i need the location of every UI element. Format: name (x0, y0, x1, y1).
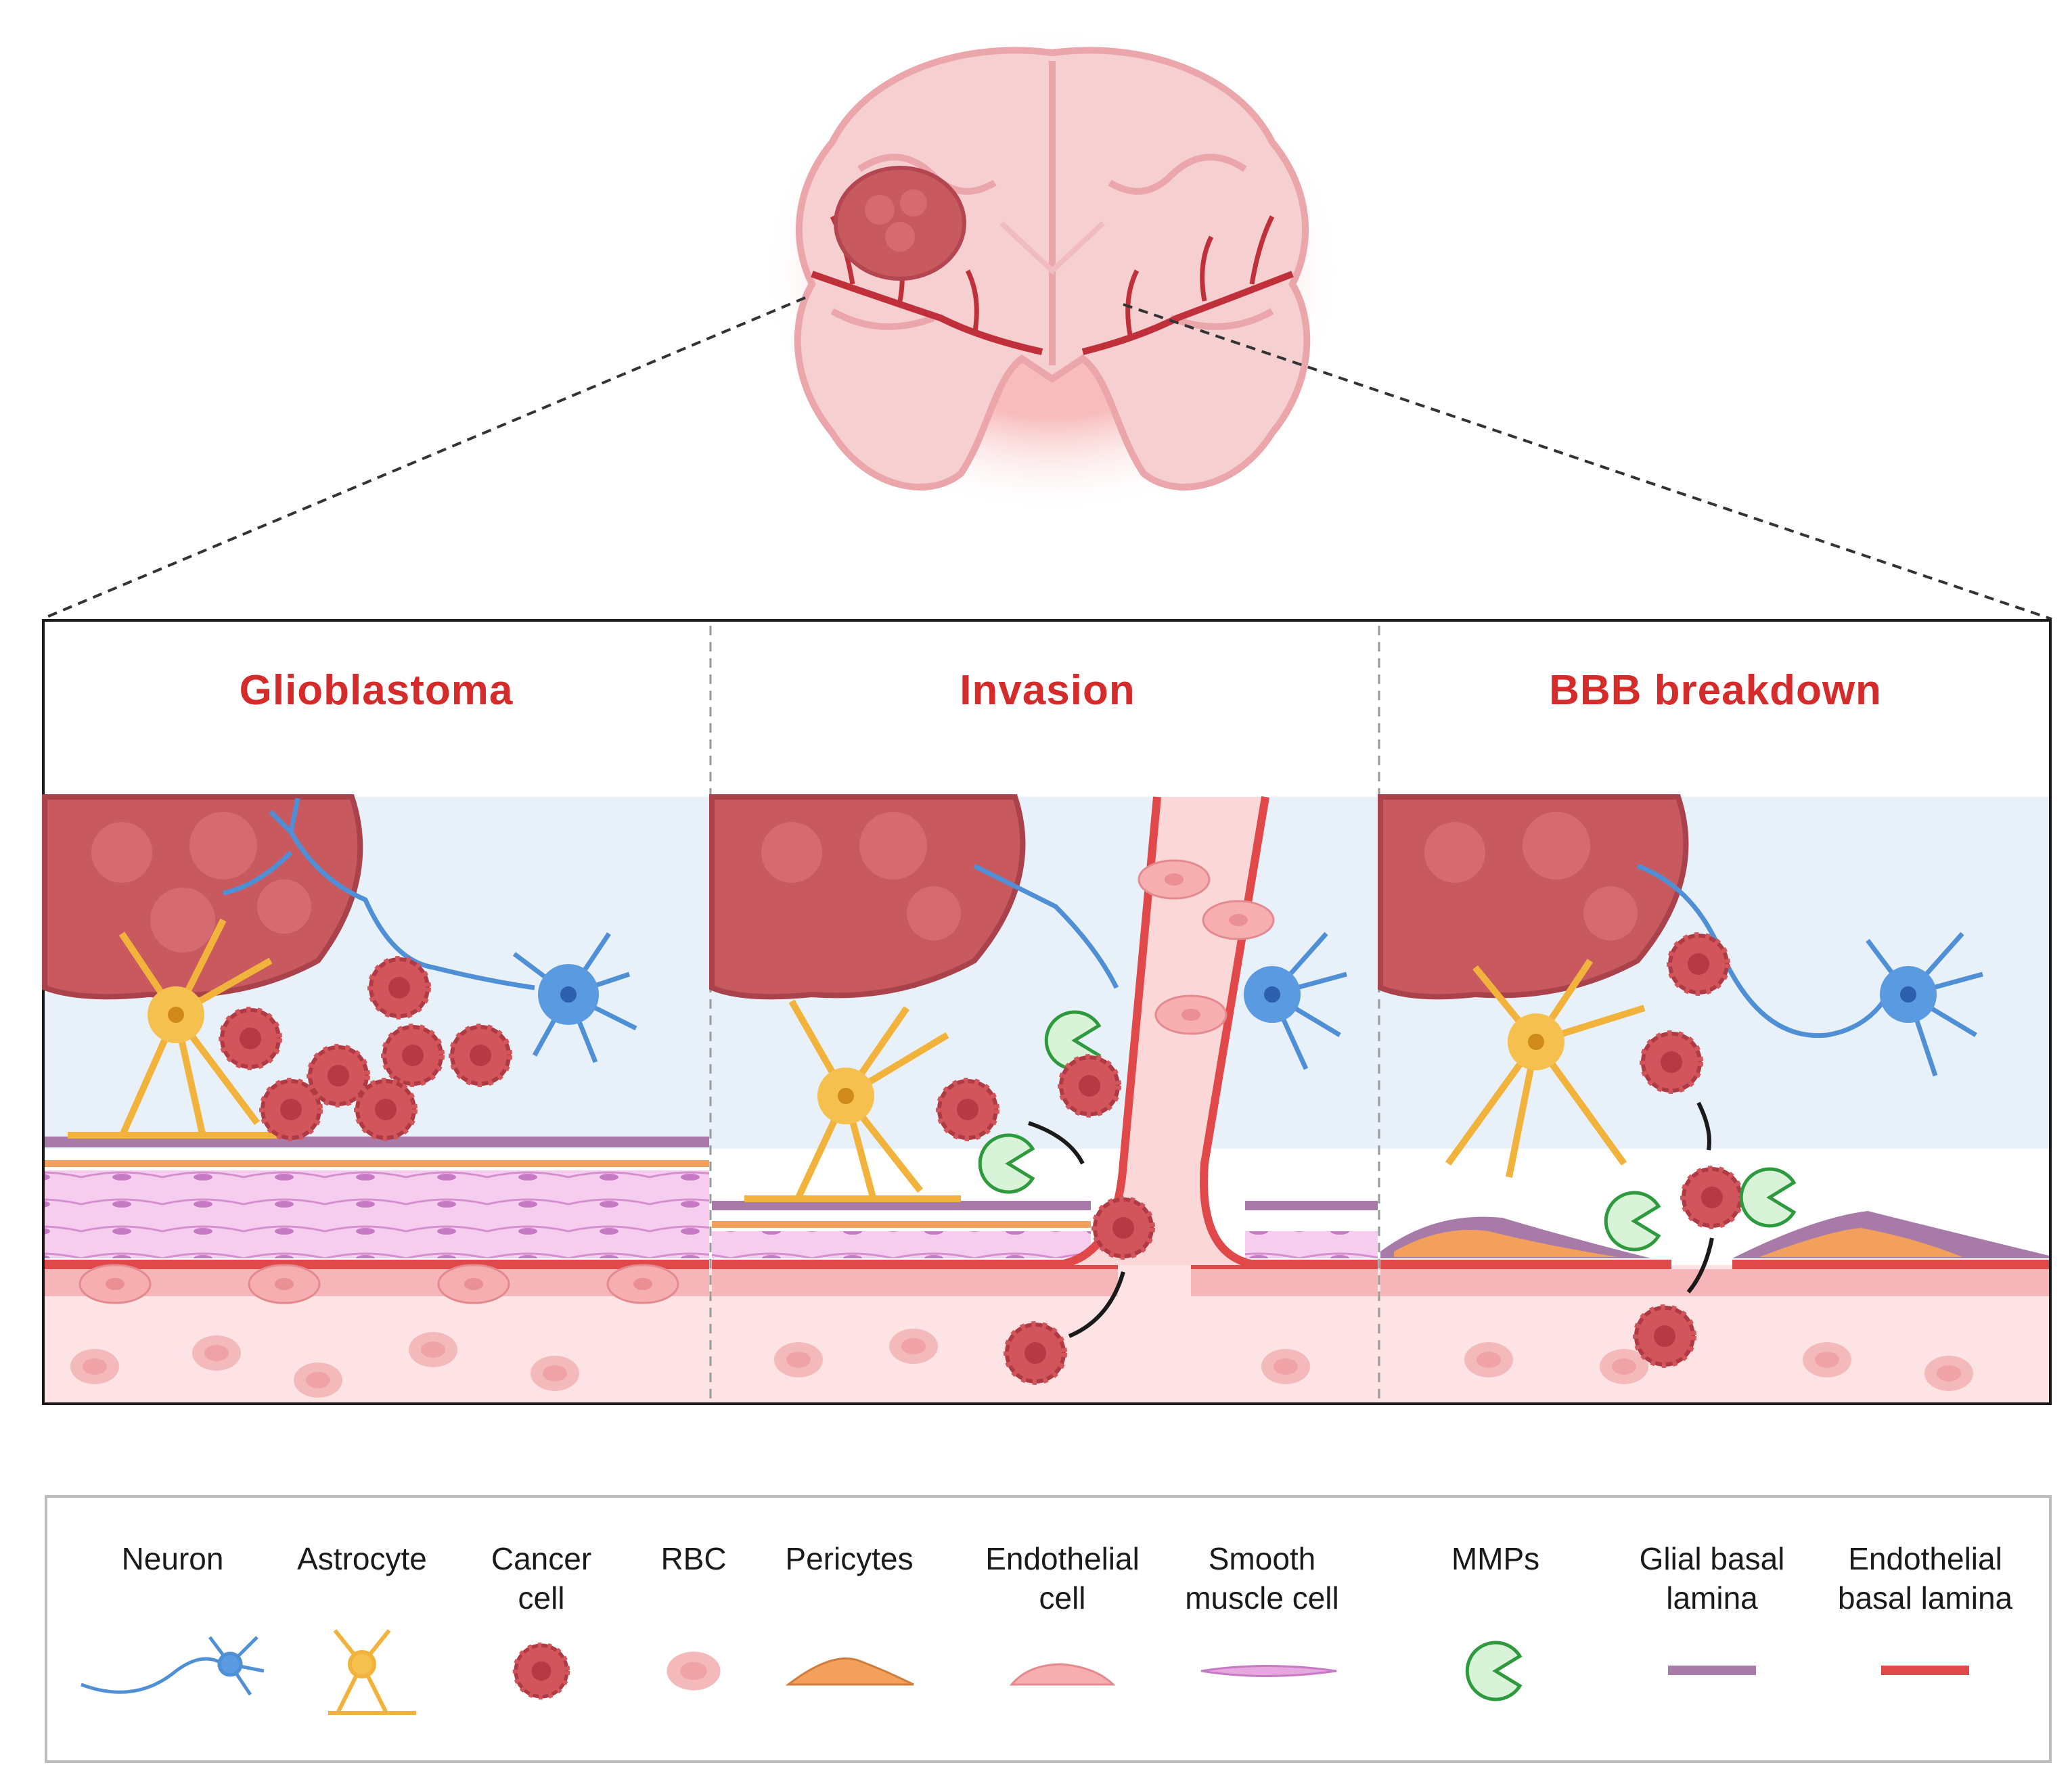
endothelial-basal-lamina-icon (1881, 1666, 1969, 1675)
cancer-cell (310, 1047, 367, 1104)
legend-label-astrocyte: Astrocyte (297, 1541, 427, 1576)
zoom-line-right (1123, 303, 2052, 620)
legend-label-pericytes: Pericytes (785, 1541, 914, 1576)
neuron (223, 798, 637, 1063)
legend-box (45, 1495, 2052, 1763)
endothelial-cell-icon (1009, 1663, 1116, 1686)
panel-invasion (709, 794, 1378, 1384)
brain-illustration (761, 27, 1343, 514)
astrocyte-icon (328, 1629, 416, 1715)
rbc-icon (667, 1651, 721, 1691)
legend-label-cancer-cell: Cancer cell (491, 1541, 592, 1616)
panel-glioblastoma (42, 794, 709, 1398)
legend-label-mmps: MMPs (1451, 1541, 1540, 1576)
zoom-line-left (41, 296, 806, 620)
neuron-icon (81, 1636, 265, 1696)
panel-title-glioblastoma: Glioblastoma (239, 667, 514, 714)
legend-label-endothelial-cell: Endothelial cell (985, 1541, 1140, 1616)
cancer-cell-icon (516, 1645, 567, 1697)
cancer-cell (222, 1010, 279, 1067)
legend-label-glial-basal-lamina: Glial basal lamina (1639, 1541, 1785, 1616)
cancer-cell (384, 1027, 441, 1084)
cancer-cell (452, 1027, 509, 1084)
smooth-muscle-cell-icon (1200, 1665, 1337, 1677)
legend-label-endothelial-basal-lamina: Endothelial basal lamina (1837, 1541, 2013, 1616)
pericyte-icon (785, 1657, 914, 1686)
legend-label-rbc: RBC (660, 1541, 727, 1576)
cancer-cell (357, 1081, 414, 1138)
legend-label-neuron: Neuron (121, 1541, 224, 1576)
cancer-cell (371, 959, 428, 1016)
glial-basal-lamina-icon (1668, 1666, 1756, 1675)
astrocyte (68, 918, 284, 1139)
panel-title-bbb-breakdown: BBB breakdown (1549, 667, 1882, 714)
panel-bbb-breakdown (1378, 794, 2049, 1391)
legend-label-smooth-muscle-cell: Smooth muscle cell (1185, 1541, 1339, 1616)
panel-title-invasion: Invasion (960, 667, 1135, 714)
